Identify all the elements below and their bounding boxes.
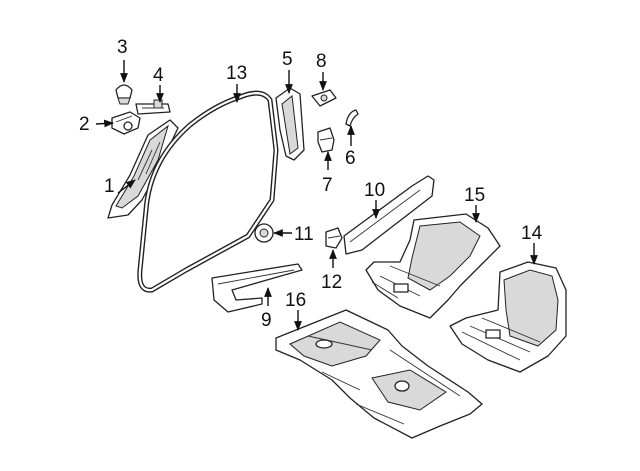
part-16-carpet <box>275 309 483 439</box>
callout-10: 10 <box>364 180 385 201</box>
callout-16: 16 <box>285 290 306 311</box>
part-12-clip <box>325 227 343 249</box>
callout-9: 9 <box>261 310 272 331</box>
part-8-clip <box>311 89 337 107</box>
part-10-sill-plate <box>343 175 435 255</box>
part-4-retainer <box>135 99 171 115</box>
part-5-pillar-trim <box>275 87 305 161</box>
callout-5: 5 <box>282 49 293 70</box>
callout-2: 2 <box>79 114 90 135</box>
callout-12: 12 <box>321 272 342 293</box>
callout-14: 14 <box>521 223 543 244</box>
leader-lines <box>95 60 538 331</box>
part-14-rear-insulator <box>449 261 567 373</box>
part-9-sill-trim <box>211 263 303 313</box>
callout-4: 4 <box>153 65 164 86</box>
part-6-strip <box>345 109 359 127</box>
callout-8: 8 <box>316 51 327 72</box>
callout-6: 6 <box>345 148 356 169</box>
part-15-floor-insulator <box>365 213 501 319</box>
callout-3: 3 <box>117 37 128 58</box>
callout-15: 15 <box>464 185 485 206</box>
part-2-bracket <box>111 111 141 135</box>
callout-11: 11 <box>294 224 314 245</box>
callout-7: 7 <box>322 175 333 196</box>
part-13-weatherstrip <box>137 90 279 293</box>
part-1-pillar-trim <box>107 119 179 219</box>
part-3-clip <box>115 84 133 105</box>
callout-1: 1 <box>104 176 115 197</box>
callout-13: 13 <box>226 63 247 84</box>
part-7-clip <box>317 127 335 153</box>
callout-labels: 1 2 3 4 5 6 7 8 9 10 11 12 13 14 15 16 <box>79 37 543 331</box>
part-11-grommet <box>254 223 274 243</box>
